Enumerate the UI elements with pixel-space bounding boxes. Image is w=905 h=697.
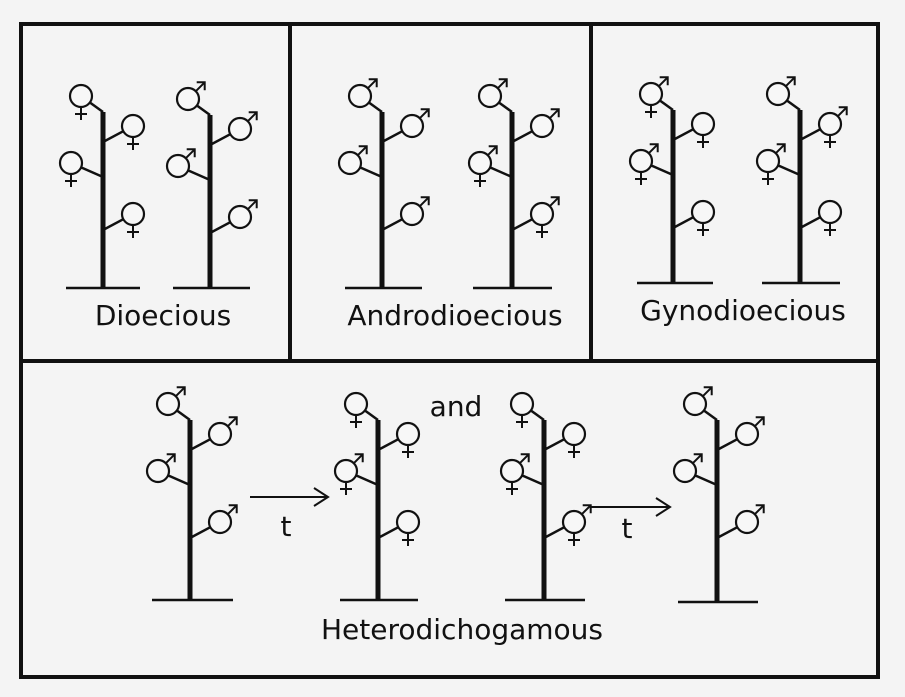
male-flower-icon [717, 417, 764, 450]
plant-dio-1 [60, 85, 144, 288]
bisexual-flower-icon [512, 197, 559, 238]
plant-het-3 [501, 393, 591, 600]
male-flower-icon [674, 454, 717, 485]
male-flower-icon [190, 505, 237, 538]
arrow-label-t-1: t [281, 513, 292, 541]
connector-and: and [430, 393, 483, 421]
bisexual-flower-icon [335, 454, 378, 495]
male-flower-icon [147, 454, 190, 485]
female-flower-icon [103, 115, 144, 150]
male-flower-icon [512, 109, 559, 142]
plant-dio-2 [167, 82, 257, 288]
male-flower-icon [167, 149, 210, 180]
female-flower-icon [673, 201, 714, 236]
female-flower-icon [60, 152, 103, 187]
plant-gyno-2 [757, 77, 847, 283]
male-flower-icon [382, 197, 429, 230]
panel-frames [21, 24, 878, 677]
arrows-layer [250, 488, 670, 516]
male-flower-icon [210, 112, 257, 145]
male-flower-icon [177, 82, 210, 115]
bisexual-flower-icon [469, 146, 512, 187]
time-arrow-1 [250, 488, 328, 506]
plants-layer [60, 77, 847, 602]
androdioecious-label: Androdioecious [347, 302, 562, 330]
dioecious-label: Dioecious [95, 302, 231, 330]
plant-andro-2 [469, 79, 559, 288]
female-flower-icon [800, 201, 841, 236]
male-flower-icon [157, 387, 190, 420]
male-flower-icon [349, 79, 382, 112]
male-flower-icon [684, 387, 717, 420]
male-flower-icon [339, 146, 382, 177]
outer-frame [21, 24, 878, 677]
plant-het-1 [147, 387, 237, 600]
bisexual-flower-icon [640, 77, 673, 118]
male-flower-icon [479, 79, 512, 112]
bisexual-flower-icon [544, 505, 591, 546]
female-flower-icon [345, 393, 378, 428]
female-flower-icon [103, 203, 144, 238]
male-flower-icon [767, 77, 800, 110]
bisexual-flower-icon [630, 144, 673, 185]
heterodichogamous-label: Heterodichogamous [321, 616, 603, 644]
female-flower-icon [70, 85, 103, 120]
female-flower-icon [511, 393, 544, 428]
female-flower-icon [544, 423, 585, 458]
male-flower-icon [382, 109, 429, 142]
plant-het-4 [674, 387, 764, 602]
male-flower-icon [717, 505, 764, 538]
female-flower-icon [378, 423, 419, 458]
female-flower-icon [673, 113, 714, 148]
bisexual-flower-icon [501, 454, 544, 495]
male-flower-icon [210, 200, 257, 233]
plant-andro-1 [339, 79, 429, 288]
plant-gyno-1 [630, 77, 714, 283]
gynodioecious-label: Gynodioecious [640, 297, 846, 325]
bisexual-flower-icon [800, 107, 847, 148]
bisexual-flower-icon [757, 144, 800, 185]
arrow-label-t-2: t [622, 515, 633, 543]
male-flower-icon [190, 417, 237, 450]
female-flower-icon [378, 511, 419, 546]
plant-het-2 [335, 393, 419, 600]
